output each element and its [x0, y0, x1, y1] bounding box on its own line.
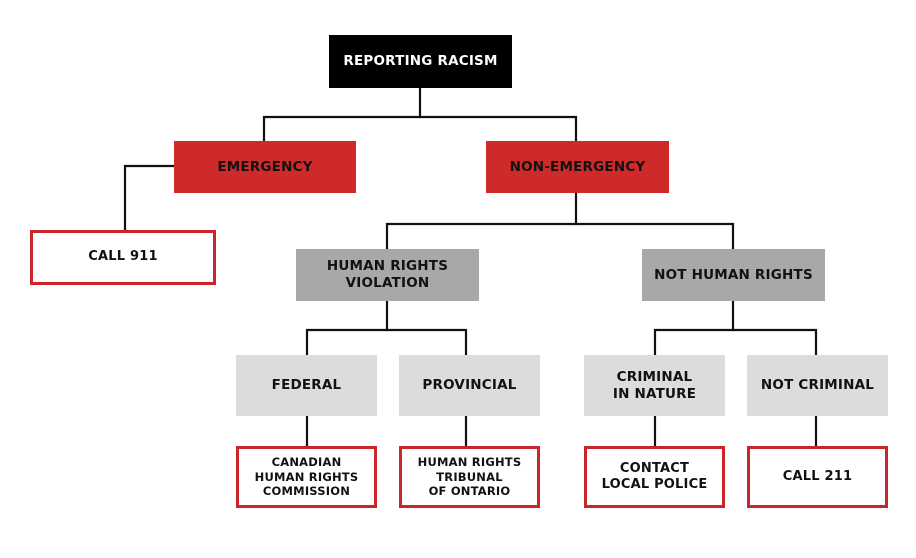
connector-emergency-call911: [123, 164, 176, 232]
connector-nhr-branches: [653, 328, 818, 357]
node-criminal-in-nature: CRIMINAL IN NATURE: [584, 355, 725, 416]
connector-hrv-branches: [305, 328, 468, 357]
node-provincial: PROVINCIAL: [399, 355, 540, 416]
node-call-911: CALL 911: [30, 230, 216, 285]
node-federal: FEDERAL: [236, 355, 377, 416]
node-emergency: EMERGENCY: [174, 141, 356, 193]
node-not-criminal: NOT CRIMINAL: [747, 355, 888, 416]
connector-root-branches: [262, 115, 578, 143]
node-reporting-racism: REPORTING RACISM: [329, 35, 512, 88]
connector-nonemergency-branches: [385, 222, 735, 251]
node-call-211: CALL 211: [747, 446, 888, 508]
node-non-emergency: NON-EMERGENCY: [486, 141, 669, 193]
node-canadian-human-rights-commission: CANADIAN HUMAN RIGHTS COMMISSION: [236, 446, 377, 508]
node-human-rights-violation: HUMAN RIGHTS VIOLATION: [296, 249, 479, 301]
node-human-rights-tribunal-ontario: HUMAN RIGHTS TRIBUNAL OF ONTARIO: [399, 446, 540, 508]
node-not-human-rights: NOT HUMAN RIGHTS: [642, 249, 825, 301]
node-contact-local-police: CONTACT LOCAL POLICE: [584, 446, 725, 508]
